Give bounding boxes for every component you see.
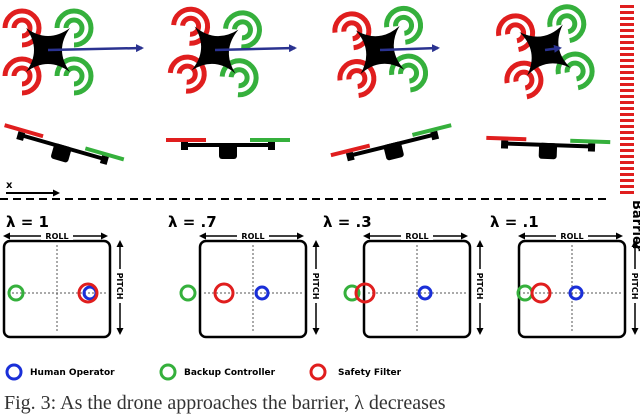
legend-item: Safety Filter <box>309 363 402 381</box>
safety-filter-marker <box>213 282 235 304</box>
backup-controller-marker <box>343 284 361 302</box>
side-view-drones <box>4 123 611 165</box>
drone-top-view <box>2 8 94 96</box>
heading-arrow <box>214 44 297 53</box>
drone-top-view <box>496 4 595 100</box>
x-axis-label: x <box>6 180 13 191</box>
safety-filter-marker <box>77 282 99 304</box>
control-panel: λ = .1 ROLL PITCH <box>490 213 640 339</box>
pitch-axis-label: PITCH <box>311 273 320 300</box>
lambda-label: λ = .7 <box>168 213 217 231</box>
legend-label: Backup Controller <box>184 368 276 378</box>
human-operator-marker <box>254 285 270 301</box>
human-operator-marker <box>417 285 433 301</box>
backup-controller-marker <box>7 284 25 302</box>
lambda-label: λ = 1 <box>6 213 49 231</box>
backup-controller-marker <box>179 284 197 302</box>
roll-axis-label: ROLL <box>560 232 583 241</box>
roll-axis-label: ROLL <box>45 232 68 241</box>
roll-axis-label: ROLL <box>405 232 428 241</box>
lambda-label: λ = .3 <box>323 213 372 231</box>
legend-marker <box>159 363 177 381</box>
drone-top-view <box>332 5 429 98</box>
legend-item: Human Operator <box>5 363 115 381</box>
safety-filter-marker <box>530 282 552 304</box>
legend-label: Safety Filter <box>338 368 402 378</box>
human-operator-marker <box>568 285 584 301</box>
pitch-axis-label: PITCH <box>630 273 639 300</box>
pitch-axis-label: PITCH <box>475 273 484 300</box>
pitch-axis-label: PITCH <box>115 273 124 300</box>
roll-axis-label: ROLL <box>241 232 264 241</box>
drone-side-view <box>166 138 290 159</box>
heading-arrow <box>379 44 440 53</box>
drone-side-view <box>4 123 125 165</box>
drone-side-view <box>330 123 452 162</box>
top-view-drones <box>2 4 595 100</box>
drone-top-view <box>167 6 262 98</box>
legend-marker <box>5 363 23 381</box>
control-panel: λ = .3 ROLL PITCH <box>323 213 485 339</box>
heading-arrow <box>544 44 562 53</box>
heading-arrow <box>47 44 144 53</box>
lambda-label: λ = .1 <box>490 213 539 231</box>
legend-item: Backup Controller <box>159 363 276 381</box>
barrier <box>620 5 634 194</box>
legend: Human Operator Backup Controller Safety Fi… <box>5 363 402 381</box>
legend-marker <box>309 363 327 381</box>
legend-label: Human Operator <box>30 368 115 378</box>
x-axis-indicator: x <box>6 180 60 197</box>
barrier-label: Barrier <box>629 200 640 252</box>
safety-filter-marker <box>354 282 376 304</box>
figure-caption: Fig. 3: As the drone approaches the barr… <box>4 392 446 414</box>
drone-side-view <box>486 135 611 160</box>
control-panel: λ = .7 ROLL PITCH <box>168 213 321 339</box>
